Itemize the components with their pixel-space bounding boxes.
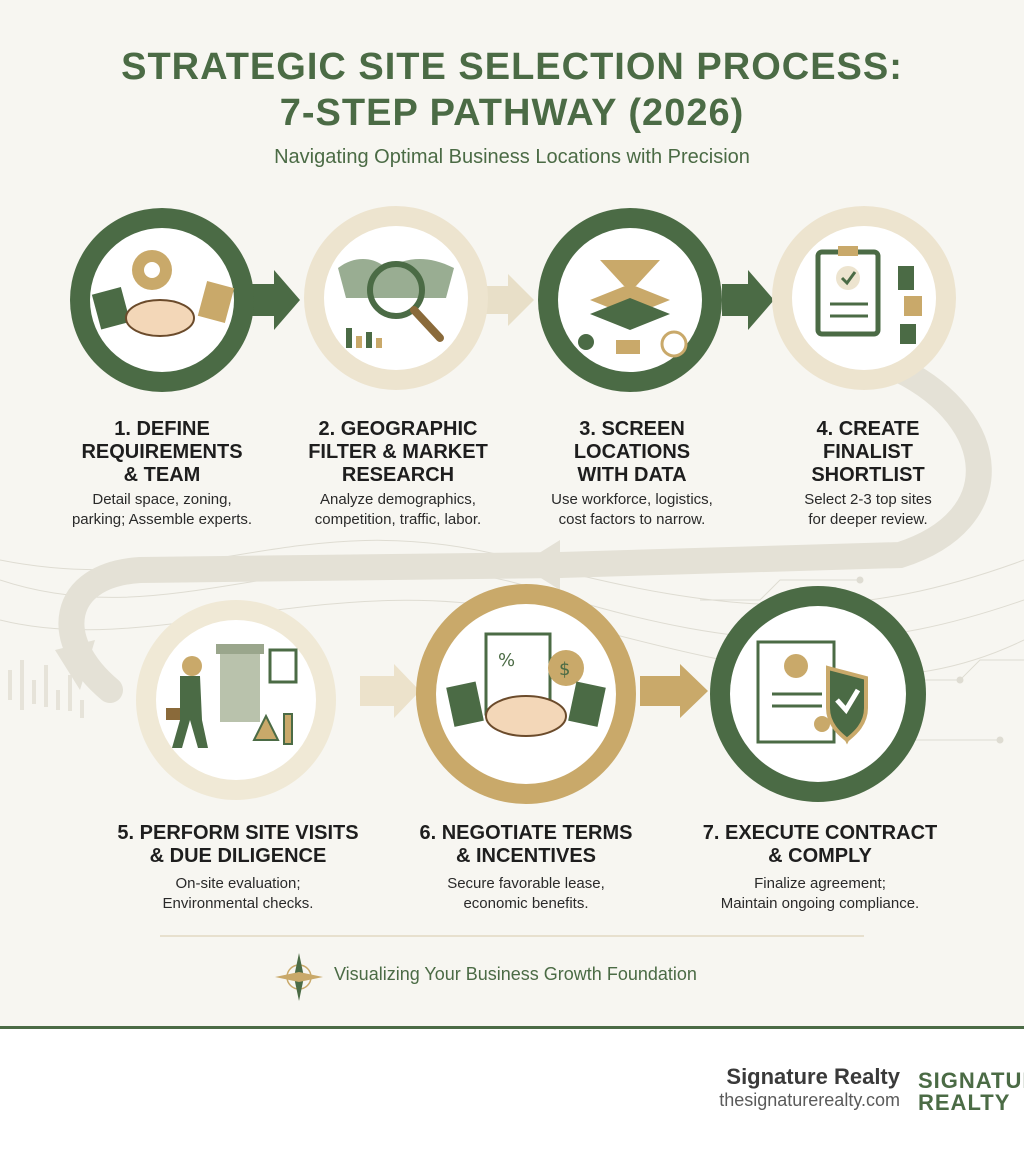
step-5-title: 5. PERFORM SITE VISITS& DUE DILIGENCE bbox=[117, 822, 359, 867]
handshake-document-icon: % $ bbox=[446, 632, 606, 737]
svg-text:$: $ bbox=[559, 659, 570, 680]
inspector-building-icon bbox=[166, 644, 298, 748]
footer-band bbox=[0, 1026, 1024, 1157]
handshake-gear-icon bbox=[91, 250, 235, 337]
return-path bbox=[55, 357, 992, 703]
background-bars bbox=[8, 660, 84, 718]
step-7-description: Finalize agreement;Maintain ongoing comp… bbox=[720, 875, 920, 912]
contract-shield-icon bbox=[756, 640, 868, 745]
footer-tagline: Visualizing Your Business Growth Foundat… bbox=[334, 964, 697, 984]
return-arrowhead-2 bbox=[55, 640, 95, 690]
page-subtitle: Navigating Optimal Business Locations wi… bbox=[274, 146, 750, 168]
brand-url[interactable]: thesignaturerealty.com bbox=[719, 1090, 900, 1110]
brand-name: Signature Realty bbox=[726, 1064, 900, 1089]
page-title-line-1: STRATEGIC SITE SELECTION PROCESS: bbox=[121, 46, 903, 88]
step-7-title: 7. EXECUTE CONTRACT& COMPLY bbox=[702, 822, 938, 867]
page-title-line-2: 7-STEP PATHWAY (2026) bbox=[279, 92, 745, 134]
step-2-description: Analyze demographics,competition, traffi… bbox=[314, 491, 482, 528]
return-arrowhead bbox=[520, 540, 560, 590]
row2-arrows bbox=[360, 664, 708, 718]
compass-icon bbox=[275, 953, 323, 1001]
funnel-layers-icon bbox=[578, 260, 688, 358]
magnifier-map-icon bbox=[338, 258, 454, 348]
step-3-description: Use workforce, logistics,cost factors to… bbox=[551, 491, 713, 528]
step-1-description: Detail space, zoning,parking; Assemble e… bbox=[71, 491, 253, 528]
svg-text:%: % bbox=[498, 650, 515, 671]
step-6-title: 6. NEGOTIATE TERMS& INCENTIVES bbox=[419, 822, 633, 867]
step-6-description: Secure favorable lease,economic benefits… bbox=[447, 875, 605, 912]
step-5-description: On-site evaluation;Environmental checks. bbox=[162, 875, 314, 912]
clipboard-checklist-icon bbox=[815, 246, 922, 344]
